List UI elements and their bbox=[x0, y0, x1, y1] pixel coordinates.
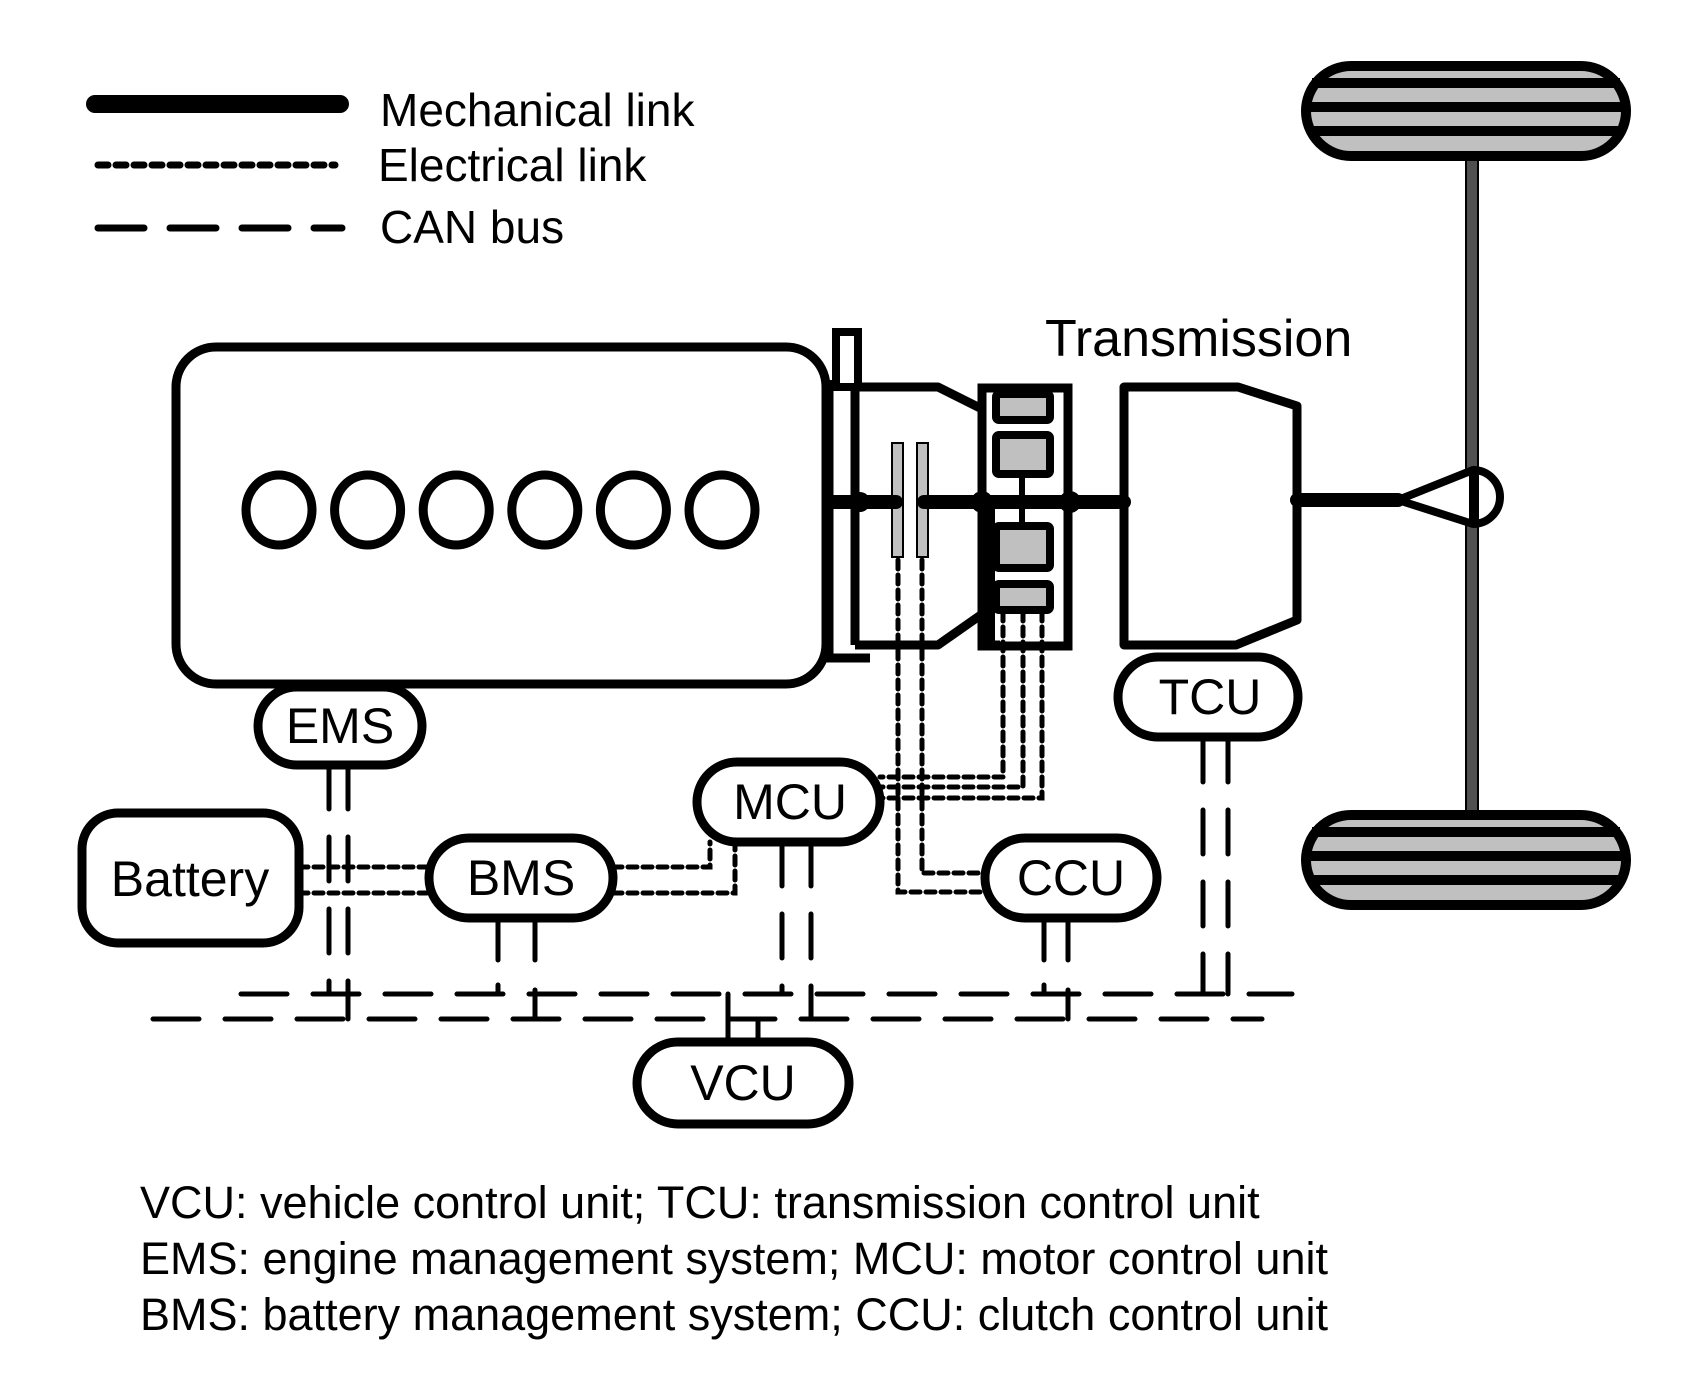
transmission: Transmission bbox=[1045, 310, 1352, 650]
battery-label: Battery bbox=[111, 851, 269, 907]
legend-electrical-label: Electrical link bbox=[378, 139, 647, 191]
tcu-node: TCU bbox=[1113, 652, 1303, 742]
mcu-label: MCU bbox=[733, 774, 847, 830]
footnote: VCU: vehicle control unit; TCU: transmis… bbox=[140, 1177, 1328, 1340]
engine bbox=[171, 342, 831, 689]
can-bus bbox=[150, 735, 1295, 1043]
legend-can-label: CAN bus bbox=[380, 201, 564, 253]
ccu-label: CCU bbox=[1017, 850, 1125, 906]
vcu-label: VCU bbox=[690, 1055, 796, 1111]
cylinder bbox=[330, 470, 406, 550]
footnote-line-1: VCU: vehicle control unit; TCU: transmis… bbox=[140, 1177, 1260, 1228]
bms-node: BMS bbox=[424, 833, 618, 923]
electrical-links bbox=[296, 557, 1045, 896]
cylinder bbox=[418, 470, 494, 550]
tcu-label: TCU bbox=[1159, 669, 1262, 725]
battery-node: Battery bbox=[77, 808, 304, 948]
transmission-label: Transmission bbox=[1045, 310, 1352, 368]
ccu-node: CCU bbox=[980, 833, 1162, 923]
footnote-line-3: BMS: battery management system; CCU: clu… bbox=[140, 1289, 1328, 1340]
bms-label: BMS bbox=[467, 850, 575, 906]
legend-mechanical-label: Mechanical link bbox=[380, 84, 695, 136]
footnote-line-2: EMS: engine management system; MCU: moto… bbox=[140, 1233, 1328, 1284]
cylinder bbox=[595, 470, 671, 550]
mcu-node: MCU bbox=[692, 757, 885, 847]
cylinder bbox=[241, 470, 317, 550]
mechanical-links bbox=[822, 491, 1405, 513]
cylinder bbox=[684, 470, 760, 550]
differential bbox=[1394, 466, 1504, 528]
legend: Mechanical link Electrical link CAN bus bbox=[86, 84, 695, 253]
cylinder bbox=[507, 470, 583, 550]
rear-axle bbox=[1301, 61, 1631, 910]
wheel-top bbox=[1301, 61, 1631, 161]
ems-label: EMS bbox=[286, 698, 394, 754]
electric-motor bbox=[977, 383, 1073, 651]
engine-cylinders bbox=[241, 470, 760, 550]
vcu-node: VCU bbox=[632, 1037, 854, 1129]
ems-node: EMS bbox=[253, 682, 427, 770]
wheel-bottom bbox=[1301, 810, 1631, 910]
